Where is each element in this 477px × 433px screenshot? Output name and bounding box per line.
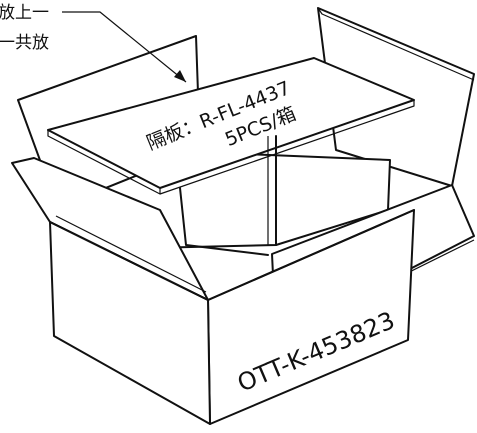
callout-leader [62, 11, 187, 83]
back-flap-edge [317, 7, 475, 81]
box-rim-inner [55, 215, 207, 293]
left-front-flap [11, 157, 209, 301]
divider-board [47, 57, 415, 195]
callout-line1: 放上一 [0, 3, 49, 23]
callout-line2: 一共放 [0, 33, 49, 53]
inner-left-edge [179, 187, 269, 256]
box-rim [49, 209, 415, 301]
